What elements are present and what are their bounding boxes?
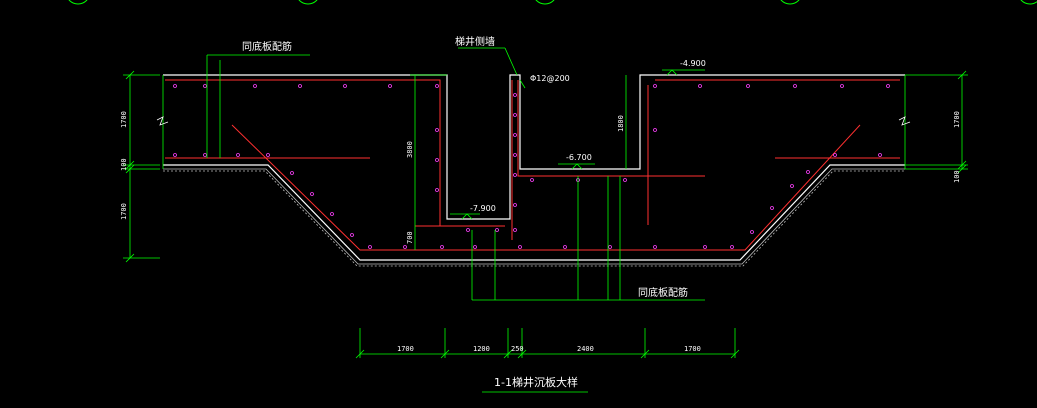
rebar-lines: [165, 79, 900, 251]
dimension-lines: [123, 47, 968, 393]
dim-h-5: 1700: [684, 345, 701, 353]
dim-v-wall-height: 3800: [406, 141, 414, 158]
slab-rebar-top-label: 同底板配筋: [242, 40, 292, 53]
dim-h-3: 250: [511, 345, 524, 353]
dim-v-shelf-height: 1800: [617, 115, 625, 132]
drawing-title: 1-1梯井沉板大样: [494, 375, 578, 389]
dim-v-pit-slab: 700: [406, 231, 414, 244]
wall-rebar-label: Φ12@200: [530, 74, 570, 83]
pit-wall-label: 梯井侧墙: [455, 35, 495, 48]
dim-h-1: 1700: [397, 345, 414, 353]
dim-v-right-gap: 100: [953, 170, 961, 183]
concrete-outline: [163, 74, 905, 261]
elevation-shelf: -6.700: [566, 153, 592, 162]
dim-h-2: 1200: [473, 345, 490, 353]
slab-rebar-bottom-label: 同底板配筋: [638, 286, 688, 299]
elevation-top-right: -4.900: [680, 59, 706, 68]
axis-bubbles: [68, 0, 1037, 5]
dim-v-left-slab: 1700: [120, 111, 128, 128]
dim-v-left-gap: 100: [120, 158, 128, 171]
dim-h-4: 2400: [577, 345, 594, 353]
break-marks: [156, 116, 911, 126]
blinding-layer: [163, 168, 905, 267]
dim-v-right-slab: 1700: [953, 111, 961, 128]
dim-v-left-lower: 1700: [120, 203, 128, 220]
elevation-pit-bottom: -7.900: [470, 204, 496, 213]
rebar-nodes: [173, 84, 890, 249]
